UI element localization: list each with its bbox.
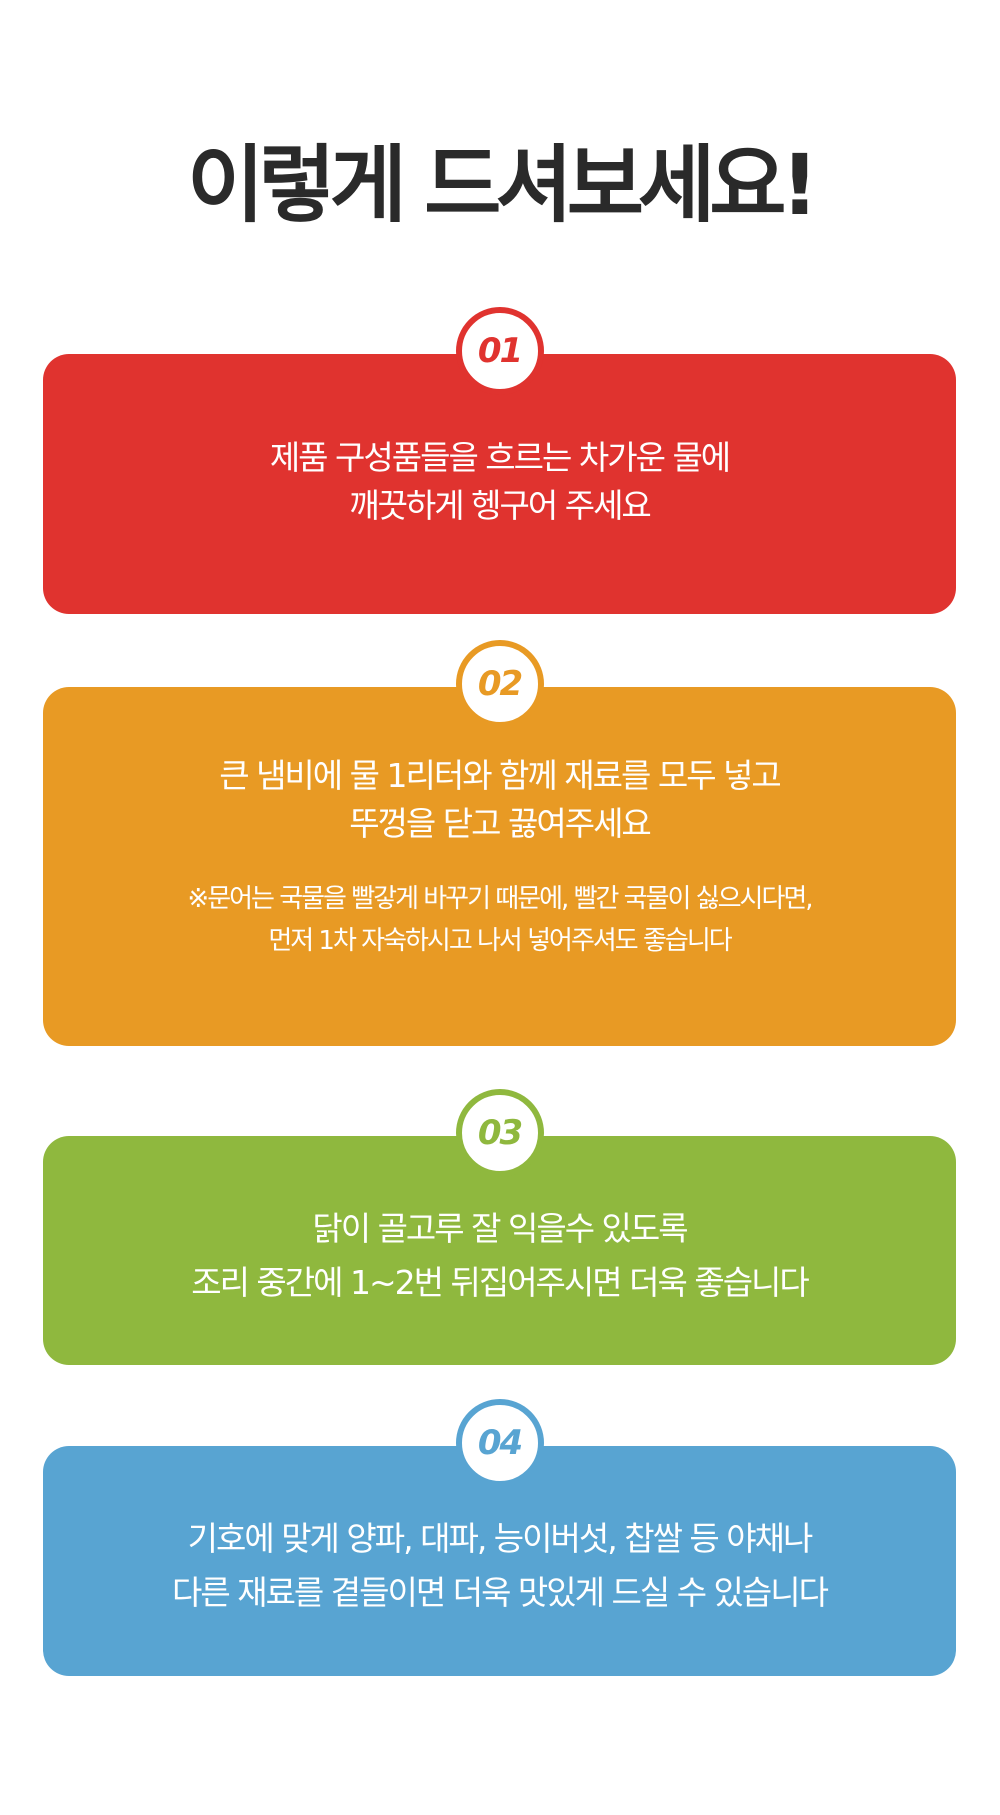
page-title: 이렇게 드셔보세요! bbox=[187, 136, 819, 234]
step-line: 다른 재료를 곁들이면 더욱 맛있게 드실 수 있습니다 bbox=[172, 1573, 829, 1612]
step-card-4: 04 기호에 맞게 양파, 대파, 능이버섯, 찹쌀 등 야채나 다른 재료를 … bbox=[43, 1399, 956, 1676]
step-text: 제품 구성품들을 흐르는 차가운 물에 깨끗하게 헹구어 주세요 bbox=[43, 434, 956, 530]
step-note: ※문어는 국물을 빨갛게 바꾸기 때문에, 빨간 국물이 싫으시다면, 먼저 1… bbox=[43, 878, 956, 962]
step-line: 닭이 골고루 잘 익을수 있도록 bbox=[312, 1209, 688, 1248]
step-line: 뚜껑을 닫고 끓여주세요 bbox=[349, 804, 652, 843]
step-number-badge: 01 bbox=[455, 307, 544, 395]
step-card-3: 03 닭이 골고루 잘 익을수 있도록 조리 중간에 1~2번 뒤집어주시면 더… bbox=[43, 1089, 956, 1365]
step-line: 기호에 맞게 양파, 대파, 능이버섯, 찹쌀 등 야채나 bbox=[187, 1519, 814, 1558]
step-line: 깨끗하게 헹구어 주세요 bbox=[349, 486, 652, 525]
step-line: 조리 중간에 1~2번 뒤집어주시면 더욱 좋습니다 bbox=[191, 1263, 810, 1302]
step-text: 큰 냄비에 물 1리터와 함께 재료를 모두 넣고 뚜껑을 닫고 끓여주세요 bbox=[43, 752, 956, 848]
step-card-2: 02 큰 냄비에 물 1리터와 함께 재료를 모두 넣고 뚜껑을 닫고 끓여주세… bbox=[43, 640, 956, 1046]
step-text: 기호에 맞게 양파, 대파, 능이버섯, 찹쌀 등 야채나 다른 재료를 곁들이… bbox=[43, 1512, 956, 1620]
step-text: 닭이 골고루 잘 익을수 있도록 조리 중간에 1~2번 뒤집어주시면 더욱 좋… bbox=[43, 1202, 956, 1310]
note-line: 먼저 1차 자숙하시고 나서 넣어주셔도 좋습니다 bbox=[268, 926, 732, 956]
step-number-badge: 04 bbox=[455, 1399, 544, 1487]
step-card-1: 01 제품 구성품들을 흐르는 차가운 물에 깨끗하게 헹구어 주세요 bbox=[43, 307, 956, 614]
note-line: ※문어는 국물을 빨갛게 바꾸기 때문에, 빨간 국물이 싫으시다면, bbox=[187, 884, 813, 914]
step-line: 제품 구성품들을 흐르는 차가운 물에 bbox=[269, 438, 731, 477]
step-line: 큰 냄비에 물 1리터와 함께 재료를 모두 넣고 bbox=[219, 756, 782, 795]
step-number-badge: 02 bbox=[455, 640, 544, 728]
step-number-badge: 03 bbox=[455, 1089, 544, 1177]
